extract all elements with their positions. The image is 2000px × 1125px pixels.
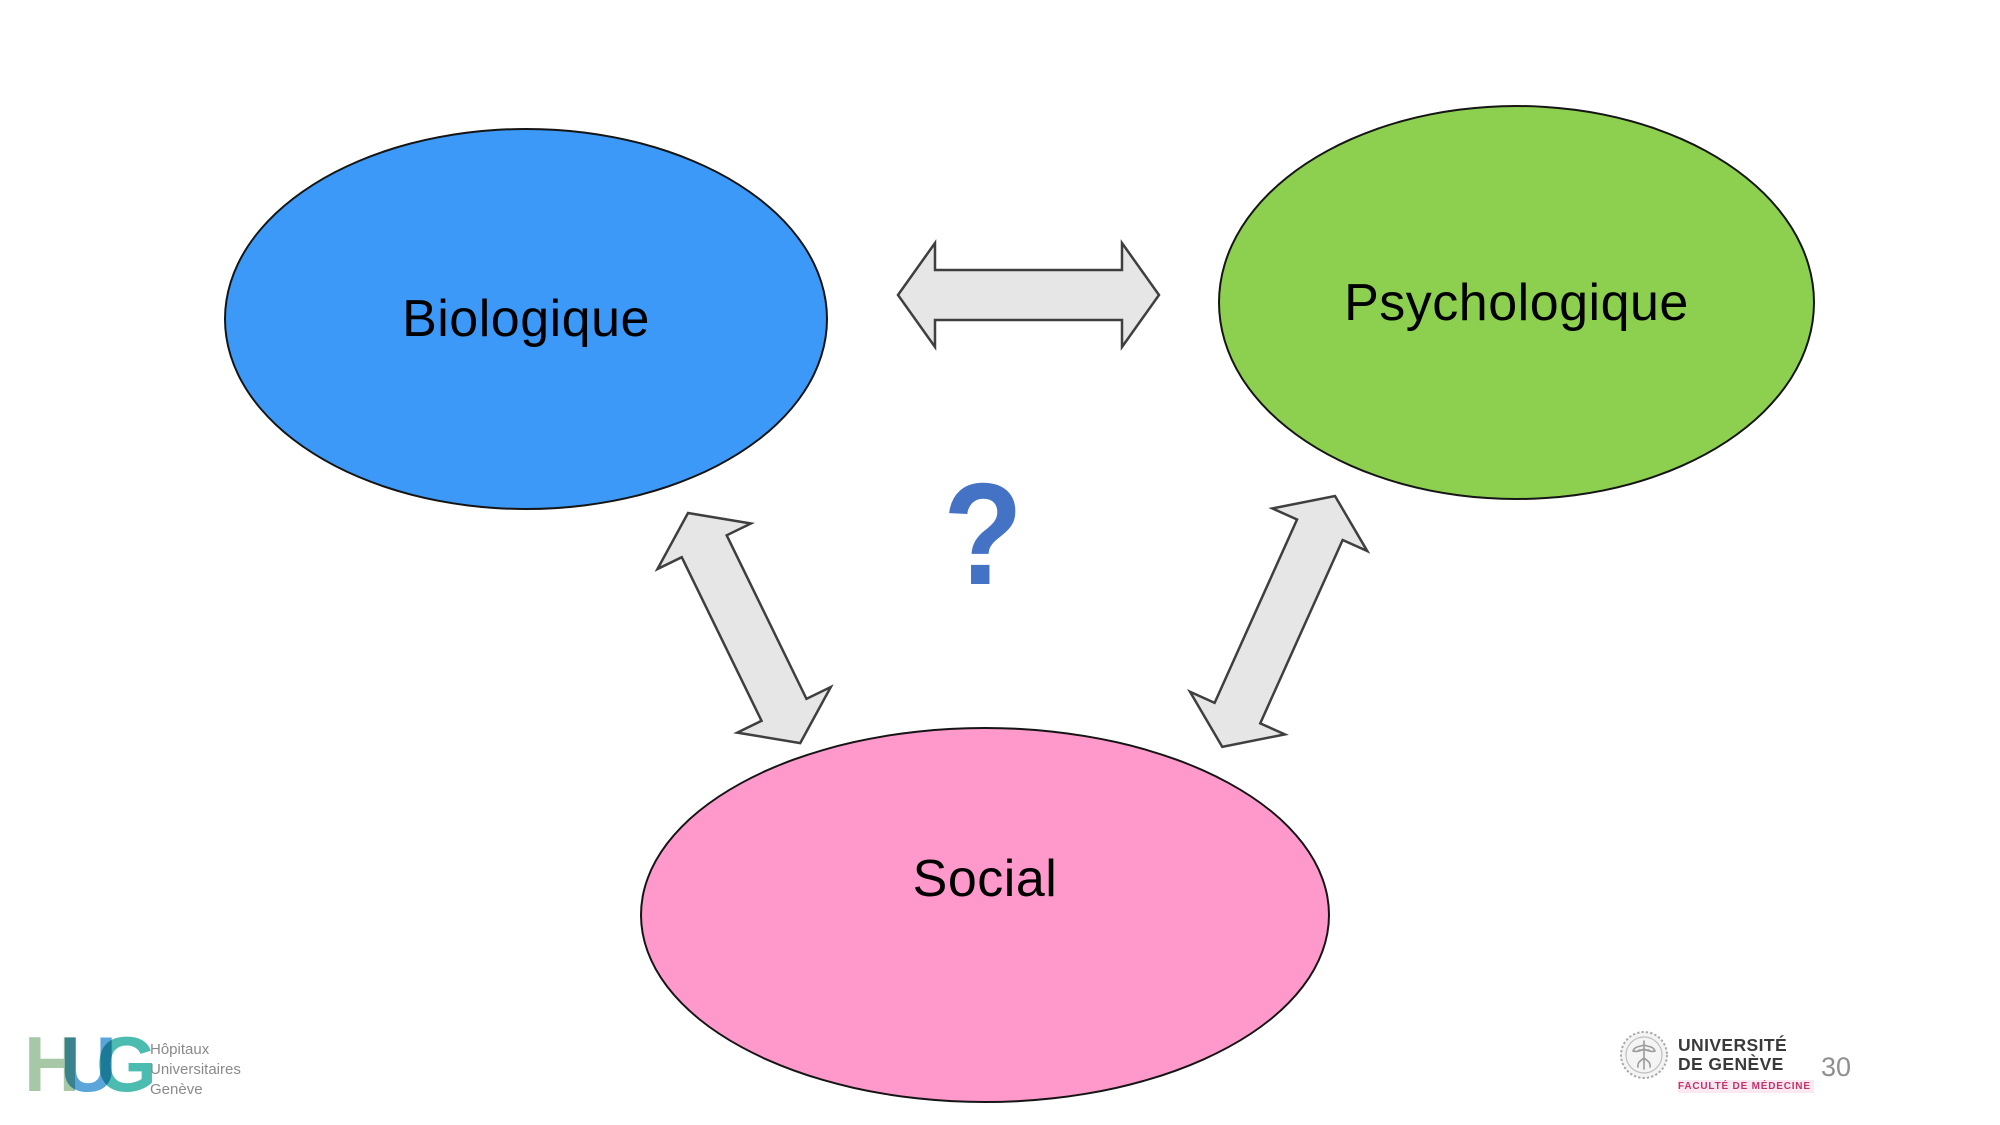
hug-org-line1: Hôpitaux [150, 1041, 210, 1058]
hug-org-line2: Universitaires [150, 1061, 241, 1078]
arrow-biologique-psychologique-icon [896, 239, 1161, 351]
node-psychologique: Psychologique [1218, 105, 1815, 500]
unige-name-line2: DE GENÈVE [1678, 1054, 1784, 1074]
node-biologique: Biologique [224, 128, 828, 510]
page-number: 30 [1820, 1052, 1852, 1082]
arrow-biologique-social-icon [654, 511, 834, 745]
hug-org-line3: Genève [150, 1081, 203, 1098]
unige-faculty: FACULTÉ DE MÉDECINE [1678, 1080, 1814, 1093]
hug-logo: HUG [24, 1025, 157, 1106]
hug-letter-h: H [24, 1020, 80, 1108]
node-social-label: Social [912, 850, 1058, 908]
node-social: Social [640, 727, 1330, 1103]
hug-org-name: Hôpitaux Universitaires Genève [150, 1040, 241, 1100]
unige-name-line1: UNIVERSITÉ [1678, 1035, 1788, 1055]
node-psychologique-label: Psychologique [1344, 273, 1689, 332]
node-biologique-label: Biologique [402, 290, 650, 348]
hug-letter-g: G [96, 1020, 157, 1108]
question-mark: ? [943, 453, 1023, 615]
arrow-psychologique-social-icon [1186, 494, 1371, 749]
hug-letter-u: U [60, 1020, 116, 1108]
unige-seal-icon [1620, 1031, 1668, 1079]
unige-name: UNIVERSITÉ DE GENÈVE [1678, 1036, 1787, 1074]
